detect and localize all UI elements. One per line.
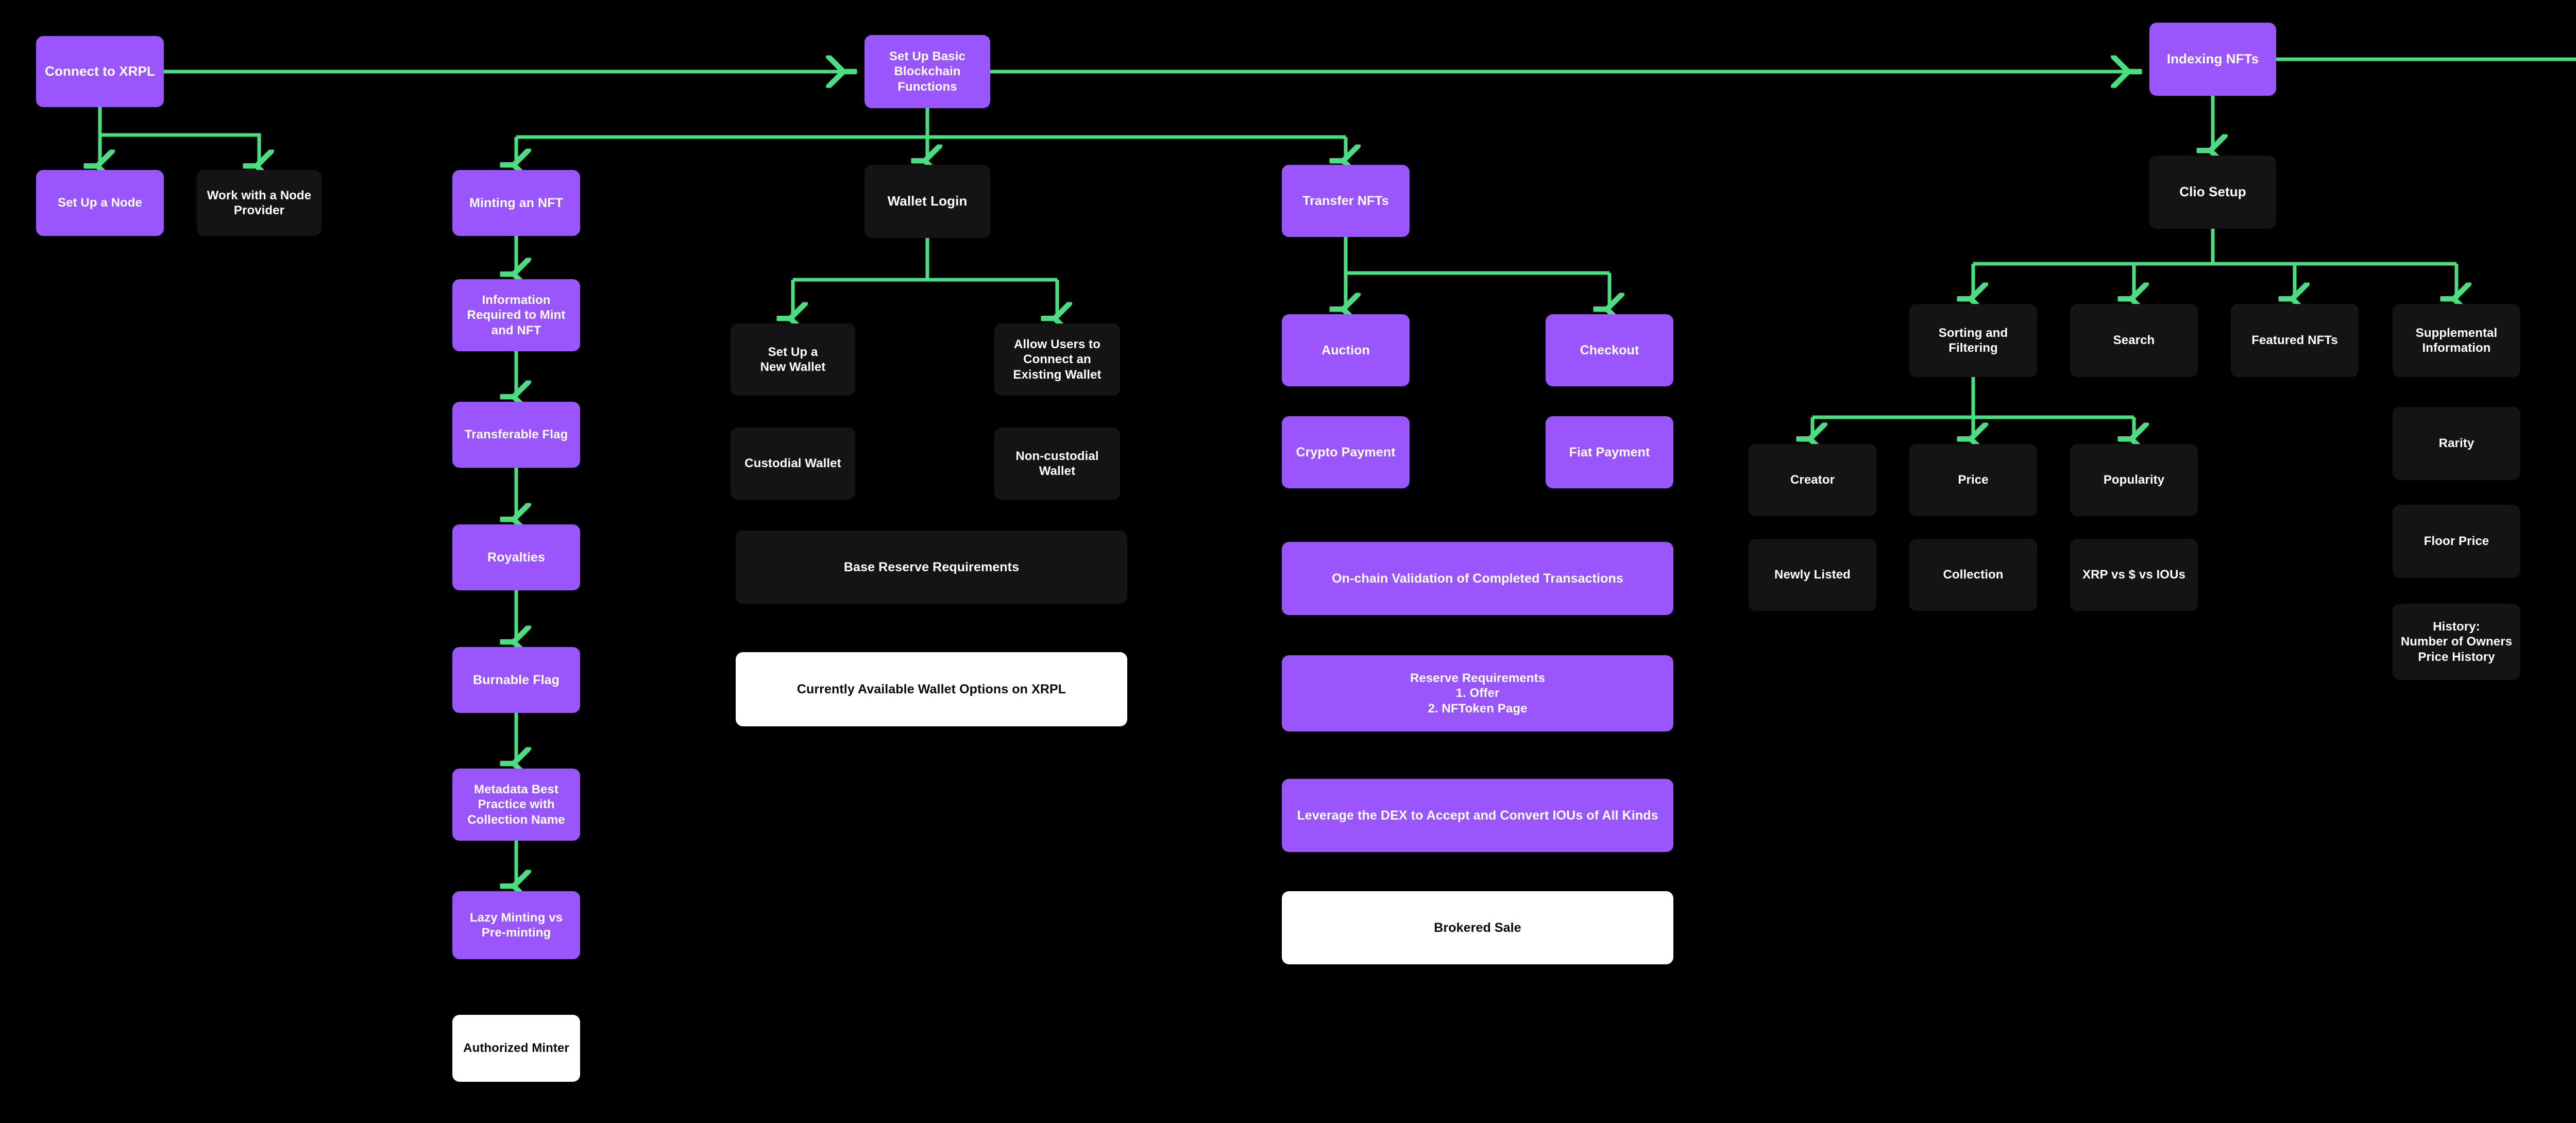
node-sorting-and-filtering[interactable]: Sorting and Filtering xyxy=(1909,304,2037,377)
node-label: Set Up Basic Blockchain Functions xyxy=(889,49,965,94)
node-label: Price xyxy=(1958,473,1989,487)
node-leverage-the-dex[interactable]: Leverage the DEX to Accept and Convert I… xyxy=(1282,779,1673,852)
node-wallet-login[interactable]: Wallet Login xyxy=(865,165,990,238)
node-metadata-best-practice[interactable]: Metadata Best Practice with Collection N… xyxy=(452,769,580,841)
node-label: Floor Price xyxy=(2424,534,2489,549)
node-royalties[interactable]: Royalties xyxy=(452,524,580,590)
node-label: Leverage the DEX to Accept and Convert I… xyxy=(1297,808,1658,823)
node-label: Rarity xyxy=(2438,436,2475,451)
node-label: Non-custodial Wallet xyxy=(1015,449,1099,478)
node-checkout[interactable]: Checkout xyxy=(1546,314,1673,386)
node-reserve-requirements[interactable]: Reserve Requirements 1. Offer 2. NFToken… xyxy=(1282,655,1673,731)
node-label: Indexing NFTs xyxy=(2166,51,2259,67)
node-non-custodial-wallet[interactable]: Non-custodial Wallet xyxy=(994,428,1120,500)
node-history-owners-price[interactable]: History: Number of Owners Price History xyxy=(2393,604,2520,680)
node-label: Wallet Login xyxy=(887,193,968,209)
node-label: Brokered Sale xyxy=(1434,920,1521,935)
node-price[interactable]: Price xyxy=(1909,444,2037,516)
node-popularity[interactable]: Popularity xyxy=(2070,444,2198,516)
node-connect-to-xrpl[interactable]: Connect to XRPL xyxy=(36,36,164,107)
node-custodial-wallet[interactable]: Custodial Wallet xyxy=(731,428,855,500)
node-auction[interactable]: Auction xyxy=(1282,314,1410,386)
node-label: Popularity xyxy=(2103,473,2165,487)
node-collection[interactable]: Collection xyxy=(1909,539,2037,611)
node-label: Custodial Wallet xyxy=(744,456,841,471)
node-work-with-node-provider[interactable]: Work with a Node Provider xyxy=(197,170,321,236)
node-label: Sorting and Filtering xyxy=(1938,326,2008,355)
node-lazy-minting-vs-pre-minting[interactable]: Lazy Minting vs Pre-minting xyxy=(452,891,580,959)
node-label: Minting an NFT xyxy=(469,195,563,210)
node-label: Connect to XRPL xyxy=(45,63,155,79)
node-fiat-payment[interactable]: Fiat Payment xyxy=(1546,416,1673,488)
node-transfer-nfts[interactable]: Transfer NFTs xyxy=(1282,165,1410,237)
node-label: Set Up a New Wallet xyxy=(760,345,826,374)
node-label: Burnable Flag xyxy=(473,672,560,687)
node-minting-an-nft[interactable]: Minting an NFT xyxy=(452,170,580,236)
node-label: Information Required to Mint and NFT xyxy=(467,293,566,337)
node-label: Allow Users to Connect an Existing Walle… xyxy=(1013,337,1101,382)
node-label: Lazy Minting vs Pre-minting xyxy=(469,910,563,940)
node-label: Crypto Payment xyxy=(1296,445,1396,460)
node-base-reserve-requirements[interactable]: Base Reserve Requirements xyxy=(736,531,1127,604)
node-label: Authorized Minter xyxy=(463,1041,569,1056)
node-label: Work with a Node Provider xyxy=(207,188,312,217)
node-currently-available-wallet-options[interactable]: Currently Available Wallet Options on XR… xyxy=(736,652,1127,726)
edge-bus-connect xyxy=(98,107,261,150)
node-label: Collection xyxy=(1943,568,2004,582)
node-label: Newly Listed xyxy=(1774,568,1851,582)
node-burnable-flag[interactable]: Burnable Flag xyxy=(452,647,580,713)
node-brokered-sale[interactable]: Brokered Sale xyxy=(1282,891,1673,964)
node-label: Clio Setup xyxy=(2179,184,2246,200)
node-label: Transfer NFTs xyxy=(1302,193,1389,208)
node-label: Set Up a Node xyxy=(58,196,142,210)
node-label: Fiat Payment xyxy=(1569,445,1650,460)
node-label: Transferable Flag xyxy=(464,428,568,442)
node-label: Auction xyxy=(1321,343,1370,358)
node-information-required-to-mint-an-nft[interactable]: Information Required to Mint and NFT xyxy=(452,279,580,351)
node-label: Search xyxy=(2113,333,2155,348)
node-label: Reserve Requirements 1. Offer 2. NFToken… xyxy=(1410,671,1546,716)
node-transferable-flag[interactable]: Transferable Flag xyxy=(452,402,580,468)
node-label: XRP vs $ vs IOUs xyxy=(2082,568,2185,582)
node-on-chain-validation[interactable]: On-chain Validation of Completed Transac… xyxy=(1282,542,1673,615)
node-label: Metadata Best Practice with Collection N… xyxy=(467,782,565,827)
node-creator[interactable]: Creator xyxy=(1749,444,1876,516)
node-clio-setup[interactable]: Clio Setup xyxy=(2149,156,2276,229)
node-newly-listed[interactable]: Newly Listed xyxy=(1749,539,1876,611)
node-label: Royalties xyxy=(487,550,546,565)
node-set-up-a-node[interactable]: Set Up a Node xyxy=(36,170,164,236)
node-label: Featured NFTs xyxy=(2251,333,2338,348)
node-floor-price[interactable]: Floor Price xyxy=(2393,505,2520,578)
node-xrp-vs-dollar-vs-ious[interactable]: XRP vs $ vs IOUs xyxy=(2070,539,2198,611)
node-set-up-a-new-wallet[interactable]: Set Up a New Wallet xyxy=(731,324,855,396)
node-label: Checkout xyxy=(1580,343,1639,358)
node-indexing-nfts[interactable]: Indexing NFTs xyxy=(2149,23,2276,96)
node-set-up-basic-blockchain-functions[interactable]: Set Up Basic Blockchain Functions xyxy=(865,35,990,108)
node-rarity[interactable]: Rarity xyxy=(2393,407,2520,480)
node-supplemental-information[interactable]: Supplemental Information xyxy=(2393,304,2520,377)
node-label: On-chain Validation of Completed Transac… xyxy=(1332,571,1623,586)
node-label: History: Number of Owners Price History xyxy=(2400,620,2513,664)
node-allow-users-connect-existing-wallet[interactable]: Allow Users to Connect an Existing Walle… xyxy=(994,324,1120,396)
node-label: Currently Available Wallet Options on XR… xyxy=(796,682,1066,696)
node-label: Base Reserve Requirements xyxy=(843,559,1020,574)
node-label: Supplemental Information xyxy=(2415,326,2498,355)
node-search[interactable]: Search xyxy=(2070,304,2198,377)
node-authorized-minter[interactable]: Authorized Minter xyxy=(452,1015,580,1082)
node-featured-nfts[interactable]: Featured NFTs xyxy=(2231,304,2359,377)
node-label: Creator xyxy=(1790,473,1835,487)
node-crypto-payment[interactable]: Crypto Payment xyxy=(1282,416,1410,488)
